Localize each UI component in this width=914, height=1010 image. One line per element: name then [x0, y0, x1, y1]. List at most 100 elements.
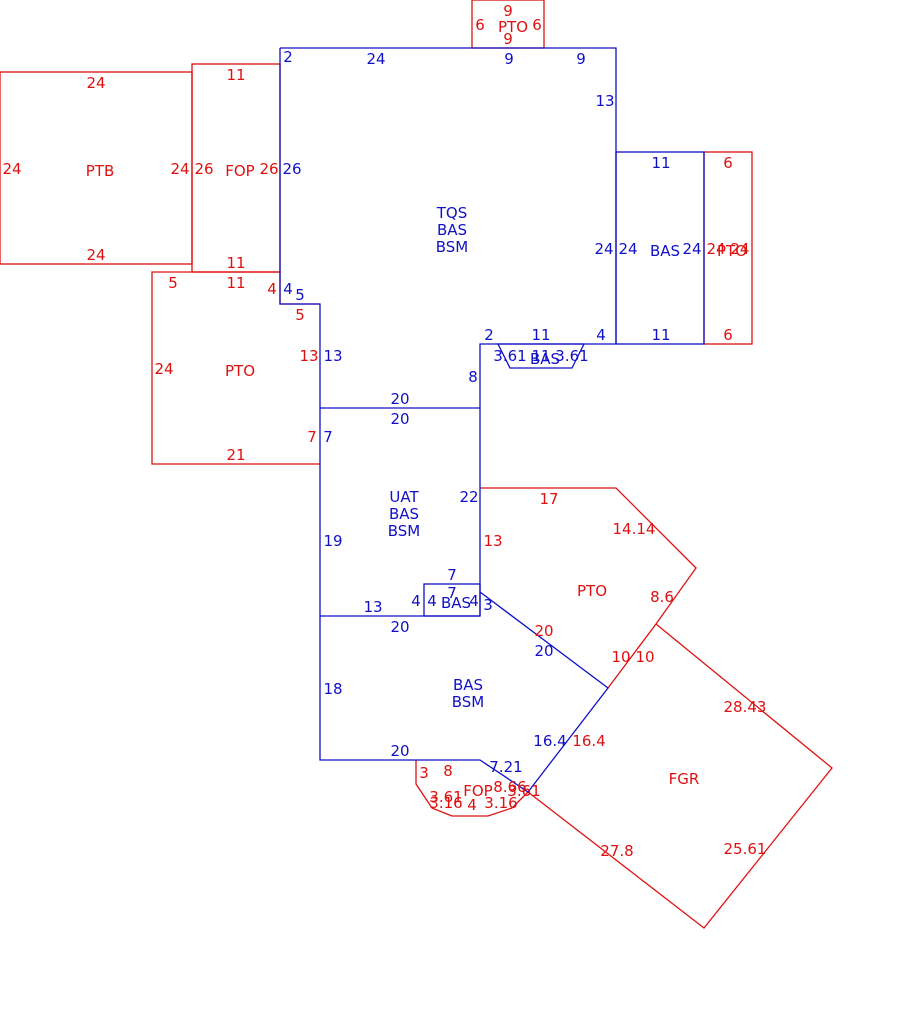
dim-label: 4	[469, 592, 479, 610]
area-label-bas-low: BAS	[453, 676, 483, 694]
dim-label: 19	[323, 532, 342, 550]
dim-label: 7	[323, 428, 333, 446]
dim-label: 7.21	[489, 758, 522, 776]
dim-label: 3.61	[507, 782, 540, 800]
dim-label: 13	[299, 347, 318, 365]
dim-label: 3.61 11 3.61	[493, 347, 588, 365]
dim-label: 20	[390, 742, 409, 760]
dim-label: 20	[390, 618, 409, 636]
dim-label: 3	[483, 596, 493, 614]
dim-label: 7	[447, 566, 457, 584]
area-label-tqs-bas: BAS	[437, 221, 467, 239]
dim-label: 21	[226, 446, 245, 464]
dim-label: 4	[467, 796, 477, 814]
dim-label: 28.43	[724, 698, 767, 716]
dim-label: 4	[283, 280, 293, 298]
dim-label: 11	[531, 326, 550, 344]
dim-label: 9	[576, 50, 586, 68]
area-label-uat-bsm: BSM	[388, 522, 421, 540]
dim-label: 25.61	[724, 840, 767, 858]
dim-label: 13	[323, 347, 342, 365]
dim-label: 2	[484, 326, 494, 344]
bas-right-outline	[615, 151, 705, 345]
dim-label: 20	[390, 410, 409, 428]
dim-label: 20	[390, 390, 409, 408]
dim-label: 3	[419, 764, 429, 782]
dim-label: 24	[594, 240, 613, 258]
dim-label: 7	[447, 584, 457, 602]
dim-label: 6	[532, 16, 542, 34]
area-label-pto-top: PTO	[498, 18, 528, 36]
dim-label: 8.6	[650, 588, 674, 606]
dim-label: 5	[295, 286, 305, 304]
area-label-bas-right: BAS	[650, 242, 680, 260]
dim-label: 11	[226, 254, 245, 272]
bas-small-top-outline	[496, 343, 586, 369]
dim-label: 22	[459, 488, 478, 506]
dim-label: 24 24	[707, 240, 750, 258]
dim-label: 24	[154, 360, 173, 378]
area-label-fgr: FGR	[669, 770, 700, 788]
dim-label: 5	[295, 306, 305, 324]
dim-label: 14.14	[613, 520, 656, 538]
dim-label: 4	[267, 280, 277, 298]
dim-label: 26	[194, 160, 213, 178]
fop-bottom-outline	[415, 760, 529, 817]
bas-small-mid-outline	[423, 583, 481, 617]
dim-label: 16.4	[572, 732, 605, 750]
dim-label: 24	[618, 240, 637, 258]
pto-left-outline	[151, 271, 320, 465]
main-outline	[279, 48, 609, 793]
dim-label: 8	[443, 762, 453, 780]
area-label-uat: UAT	[389, 488, 419, 506]
dim-label: 16.4	[533, 732, 566, 750]
dim-label: 4	[411, 592, 421, 610]
pto-mid-outline	[480, 487, 697, 689]
dim-label: 24	[86, 246, 105, 264]
dim-label: 10	[635, 648, 654, 666]
dim-label: 11	[226, 274, 245, 292]
dim-label: 6	[723, 154, 733, 172]
dim-label: 11	[651, 154, 670, 172]
dim-label: 9	[503, 30, 513, 48]
dim-label: 2	[283, 48, 293, 66]
dim-label: 8	[468, 368, 478, 386]
dim-label: 3.16	[484, 794, 517, 812]
area-label-tqs: TQS	[436, 204, 468, 222]
dim-label: 17	[539, 490, 558, 508]
dim-label: 24	[2, 160, 21, 178]
dim-label: 20	[534, 642, 553, 660]
dim-label: 20	[534, 622, 553, 640]
dim-label: 6	[475, 16, 485, 34]
area-label-pto-mid: PTO	[577, 582, 607, 600]
area-label-pto-left: PTO	[225, 362, 255, 380]
area-label-uat-bas: BAS	[389, 505, 419, 523]
dim-label: 9	[503, 2, 513, 20]
fgr-outline	[527, 623, 833, 929]
dim-label: 11	[226, 66, 245, 84]
dim-label: 13	[363, 598, 382, 616]
area-label-tqs-bsm: BSM	[436, 238, 469, 256]
area-label-pto-right: PTO	[717, 242, 747, 260]
dim-label: 27.8	[600, 842, 633, 860]
area-label-bas-low-bsm: BSM	[452, 693, 485, 711]
dim-label: 26	[282, 160, 301, 178]
dim-label: 6	[723, 326, 733, 344]
dim-label: 3.61	[429, 788, 462, 806]
dim-label: 10	[611, 648, 630, 666]
area-label-fop-bottom: FOP	[463, 782, 492, 800]
area-label-bas-small-mid: BAS	[441, 594, 471, 612]
dim-label: 4	[596, 326, 606, 344]
dim-label: 26	[259, 160, 278, 178]
dim-label: 13	[595, 92, 614, 110]
dim-label: 24	[366, 50, 385, 68]
area-label-bas-small-top: BAS	[530, 350, 560, 368]
dim-label: 24	[682, 240, 701, 258]
dim-label: 8.66	[493, 778, 526, 796]
tqs-outline-top	[280, 47, 617, 616]
dim-label: 24	[170, 160, 189, 178]
dim-label: 9	[504, 50, 514, 68]
dim-label: 13	[483, 532, 502, 550]
